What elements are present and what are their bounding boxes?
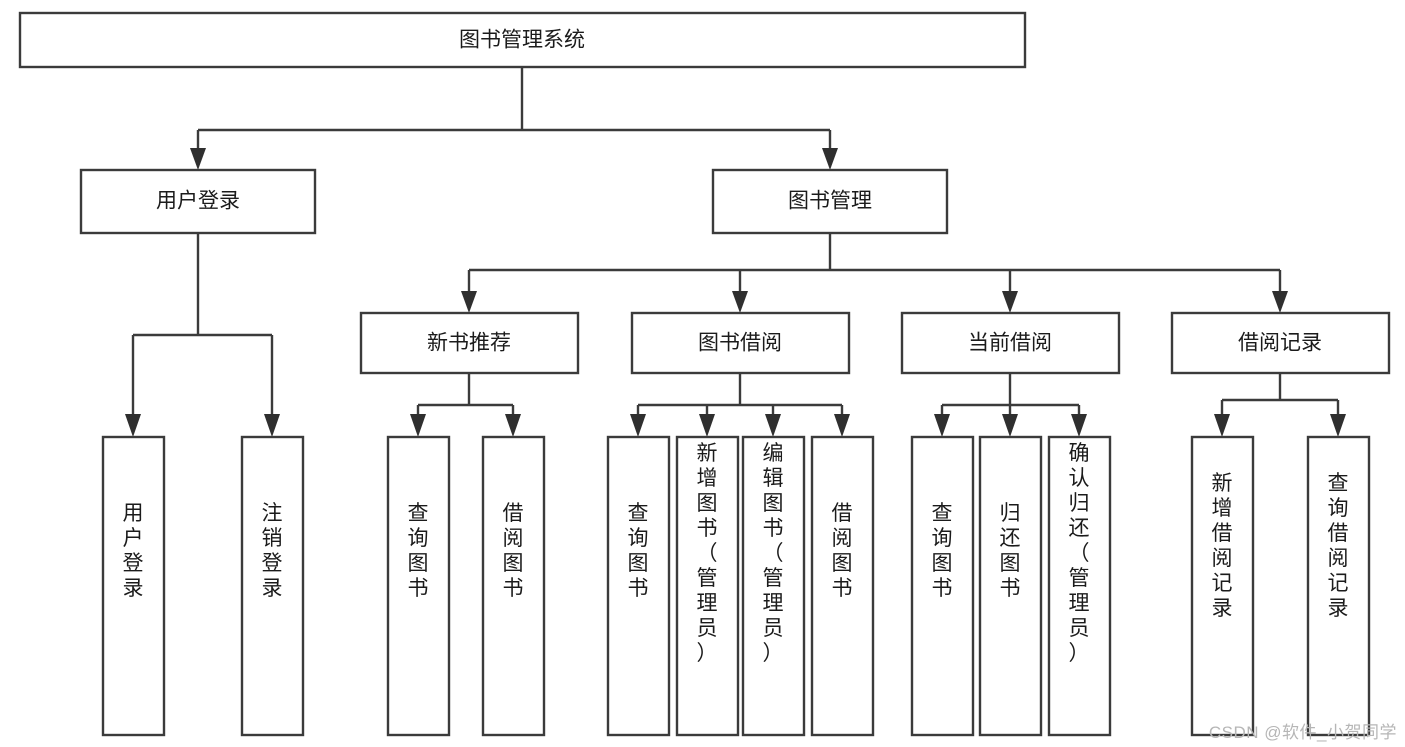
arrowhead-leaf-confirm-return (1071, 414, 1087, 437)
arrowhead-leaf-add-book (699, 414, 715, 437)
node-leaf-add-book-box[interactable] (675, 435, 740, 737)
node-leaf-query-book-1-label: 查询图书 (408, 502, 429, 600)
node-leaf-edit-book-box[interactable] (741, 435, 806, 737)
node-new-book-recommend[interactable]: 新书推荐 (359, 311, 580, 375)
node-leaf-borrow-book-2-box[interactable] (810, 435, 875, 737)
node-borrow-record[interactable]: 借阅记录 (1170, 311, 1391, 375)
node-leaf-query-book-3-box[interactable] (910, 435, 975, 737)
node-leaf-query-book-3-label: 查询图书 (932, 502, 953, 600)
node-book-borrow[interactable]: 图书借阅 (630, 311, 851, 375)
node-leaf-return-book-label: 归还图书 (1000, 502, 1021, 600)
node-leaf-borrow-book-1-box[interactable] (481, 435, 546, 737)
arrowhead-leaf-edit-book (765, 414, 781, 437)
connector-layer (125, 67, 1346, 437)
node-borrow-record-label: 借阅记录 (1238, 332, 1322, 355)
arrowhead-leaf-logout-login (264, 414, 280, 437)
node-leaf-edit-book[interactable]: 编辑图书（管理员） (741, 435, 806, 737)
node-root[interactable]: 图书管理系统 (18, 11, 1027, 69)
node-book-management[interactable]: 图书管理 (711, 168, 949, 235)
node-user-login-label: 用户登录 (156, 190, 240, 213)
node-leaf-return-book-box[interactable] (978, 435, 1043, 737)
node-leaf-query-record-label: 查询借阅记录 (1328, 472, 1349, 620)
arrowhead-current-borrow (1002, 291, 1018, 313)
node-leaf-confirm-return-label: 确认归还（管理员） (1069, 442, 1090, 665)
node-leaf-user-login-box[interactable] (101, 435, 166, 737)
arrowhead-leaf-user-login (125, 414, 141, 437)
node-root-label: 图书管理系统 (459, 29, 585, 52)
arrowhead-leaf-query-book-1 (410, 414, 426, 437)
arrowhead-leaf-query-book-3 (934, 414, 950, 437)
node-new-book-recommend-box[interactable] (359, 311, 580, 375)
node-root-box[interactable] (18, 11, 1027, 69)
arrowhead-book-management (822, 148, 838, 170)
arrowhead-leaf-borrow-book-1 (505, 414, 521, 437)
node-leaf-query-book-2-box[interactable] (606, 435, 671, 737)
node-leaf-query-record-box[interactable] (1306, 435, 1371, 737)
node-current-borrow-box[interactable] (900, 311, 1121, 375)
arrowhead-leaf-borrow-book-2 (834, 414, 850, 437)
arrowhead-new-book-recommend (461, 291, 477, 313)
node-leaf-query-book-2-label: 查询图书 (628, 502, 649, 600)
node-leaf-add-record-label: 新增借阅记录 (1212, 472, 1233, 620)
node-leaf-add-record-box[interactable] (1190, 435, 1255, 737)
node-leaf-add-record[interactable]: 新增借阅记录 (1190, 435, 1255, 737)
node-leaf-add-book-label: 新增图书（管理员） (697, 442, 718, 665)
node-leaf-borrow-book-1-label: 借阅图书 (503, 502, 524, 600)
node-user-login-box[interactable] (79, 168, 317, 235)
arrowhead-leaf-add-record (1214, 414, 1230, 437)
node-book-management-label: 图书管理 (788, 190, 872, 213)
node-leaf-confirm-return-box[interactable] (1047, 435, 1112, 737)
node-current-borrow[interactable]: 当前借阅 (900, 311, 1121, 375)
node-leaf-confirm-return[interactable]: 确认归还（管理员） (1047, 435, 1112, 737)
node-book-borrow-label: 图书借阅 (698, 332, 782, 355)
node-leaf-query-book-3[interactable]: 查询图书 (910, 435, 975, 737)
node-leaf-borrow-book-1[interactable]: 借阅图书 (481, 435, 546, 737)
arrowhead-book-borrow (732, 291, 748, 313)
node-leaf-query-book-2[interactable]: 查询图书 (606, 435, 671, 737)
arrowhead-leaf-return-book (1002, 414, 1018, 437)
arrowhead-user-login (190, 148, 206, 170)
node-leaf-query-record[interactable]: 查询借阅记录 (1306, 435, 1371, 737)
node-user-login[interactable]: 用户登录 (79, 168, 317, 235)
arrowhead-leaf-query-book-2 (630, 414, 646, 437)
node-leaf-borrow-book-2-label: 借阅图书 (832, 502, 853, 600)
node-borrow-record-box[interactable] (1170, 311, 1391, 375)
node-leaf-borrow-book-2[interactable]: 借阅图书 (810, 435, 875, 737)
node-leaf-return-book[interactable]: 归还图书 (978, 435, 1043, 737)
node-leaf-query-book-1-box[interactable] (386, 435, 451, 737)
arrowhead-borrow-record (1272, 291, 1288, 313)
node-book-borrow-box[interactable] (630, 311, 851, 375)
node-leaf-add-book[interactable]: 新增图书（管理员） (675, 435, 740, 737)
node-leaf-logout-login-box[interactable] (240, 435, 305, 737)
node-leaf-query-book-1[interactable]: 查询图书 (386, 435, 451, 737)
arrowhead-leaf-query-record (1330, 414, 1346, 437)
node-leaf-logout-login-label: 注销登录 (262, 502, 283, 600)
node-current-borrow-label: 当前借阅 (968, 332, 1052, 355)
node-new-book-recommend-label: 新书推荐 (427, 332, 511, 355)
node-leaf-logout-login[interactable]: 注销登录 (240, 435, 305, 737)
node-leaf-user-login[interactable]: 用户登录 (101, 435, 166, 737)
node-leaf-user-login-label: 用户登录 (123, 502, 144, 600)
node-leaf-edit-book-label: 编辑图书（管理员） (763, 442, 784, 665)
node-book-management-box[interactable] (711, 168, 949, 235)
